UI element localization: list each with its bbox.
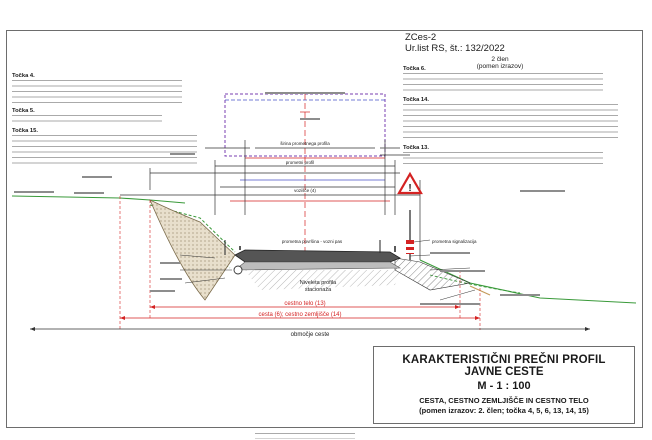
note-block-14: Točka 14. <box>403 97 618 142</box>
traffic-sign-icon: ! <box>397 171 423 260</box>
note-heading: Točka 6. <box>403 66 426 72</box>
label-cestno-telo: cestno telo (13) <box>284 301 325 307</box>
note-block-13: Točka 13. <box>403 145 603 168</box>
dimension-ticks <box>149 140 421 260</box>
dim-cestno-telo <box>149 200 461 318</box>
note-heading: Točka 5. <box>12 108 35 114</box>
note-heading: Točka 4. <box>12 73 35 79</box>
title-block-title: KARAKTERISTIČNI PREČNI PROFIL <box>402 354 606 366</box>
label-prometna-signalizacija: prometna signalizacija <box>432 239 477 244</box>
gazette-reference: Ur.list RS, št.: 132/2022 <box>405 43 505 54</box>
note-block-5: Točka 5. <box>12 108 162 126</box>
label-obmocje: območje ceste <box>291 332 330 338</box>
drawing-frame <box>6 30 643 428</box>
label-niveleta-2: stacionaža <box>305 287 332 293</box>
note-body-lines <box>12 135 197 167</box>
footer-faint-text <box>255 433 355 439</box>
title-block-scale: M - 1 : 100 <box>477 380 531 392</box>
drain-pipe <box>233 265 243 275</box>
note-body-lines <box>403 104 618 142</box>
title-block-subtitle: JAVNE CESTE <box>464 366 544 378</box>
page-id: ZCes-2 <box>405 32 437 43</box>
label-prometni-profil: prometni profil <box>286 160 315 165</box>
dim-obmocje <box>30 327 590 331</box>
note-block-4: Točka 4. <box>12 73 182 106</box>
label-cesta: cesta (6); cestno zemljišče (14) <box>258 312 341 318</box>
svg-text:!: ! <box>408 183 411 194</box>
note-block-15: Točka 15. <box>12 128 197 167</box>
title-block-description: CESTA, CESTNO ZEMLJIŠČE IN CESTNO TELO <box>419 396 589 405</box>
note-heading: Točka 13. <box>403 145 429 151</box>
note-body-lines <box>403 73 603 95</box>
label-niveleta-1: Niveleta profila <box>300 280 337 286</box>
edge-posts <box>224 240 381 255</box>
leader-lines <box>179 239 476 301</box>
minor-labels <box>14 92 565 305</box>
label-prometna-povrsina: prometna površina - vozni pas <box>282 239 343 244</box>
road-subbase <box>234 261 402 271</box>
label-sirina-prometnega-profila: širina prometnega profila <box>280 141 330 146</box>
dim-cesta <box>119 196 481 330</box>
cut-slope-right <box>394 257 472 291</box>
article-label: 2 člen (pomen izrazov) <box>476 56 524 70</box>
note-heading: Točka 14. <box>403 97 429 103</box>
label-vozisce: vozišče (4) <box>294 188 316 193</box>
title-block-articles: (pomen izrazov: 2. člen; točka 4, 5, 6, … <box>419 406 589 415</box>
road-pavement <box>234 249 401 263</box>
title-block <box>373 346 635 424</box>
note-body-lines <box>12 115 162 126</box>
note-heading: Točka 15. <box>12 128 38 134</box>
note-body-lines <box>12 80 182 106</box>
note-block-6: Točka 6. <box>403 66 603 95</box>
note-body-lines <box>403 152 603 168</box>
